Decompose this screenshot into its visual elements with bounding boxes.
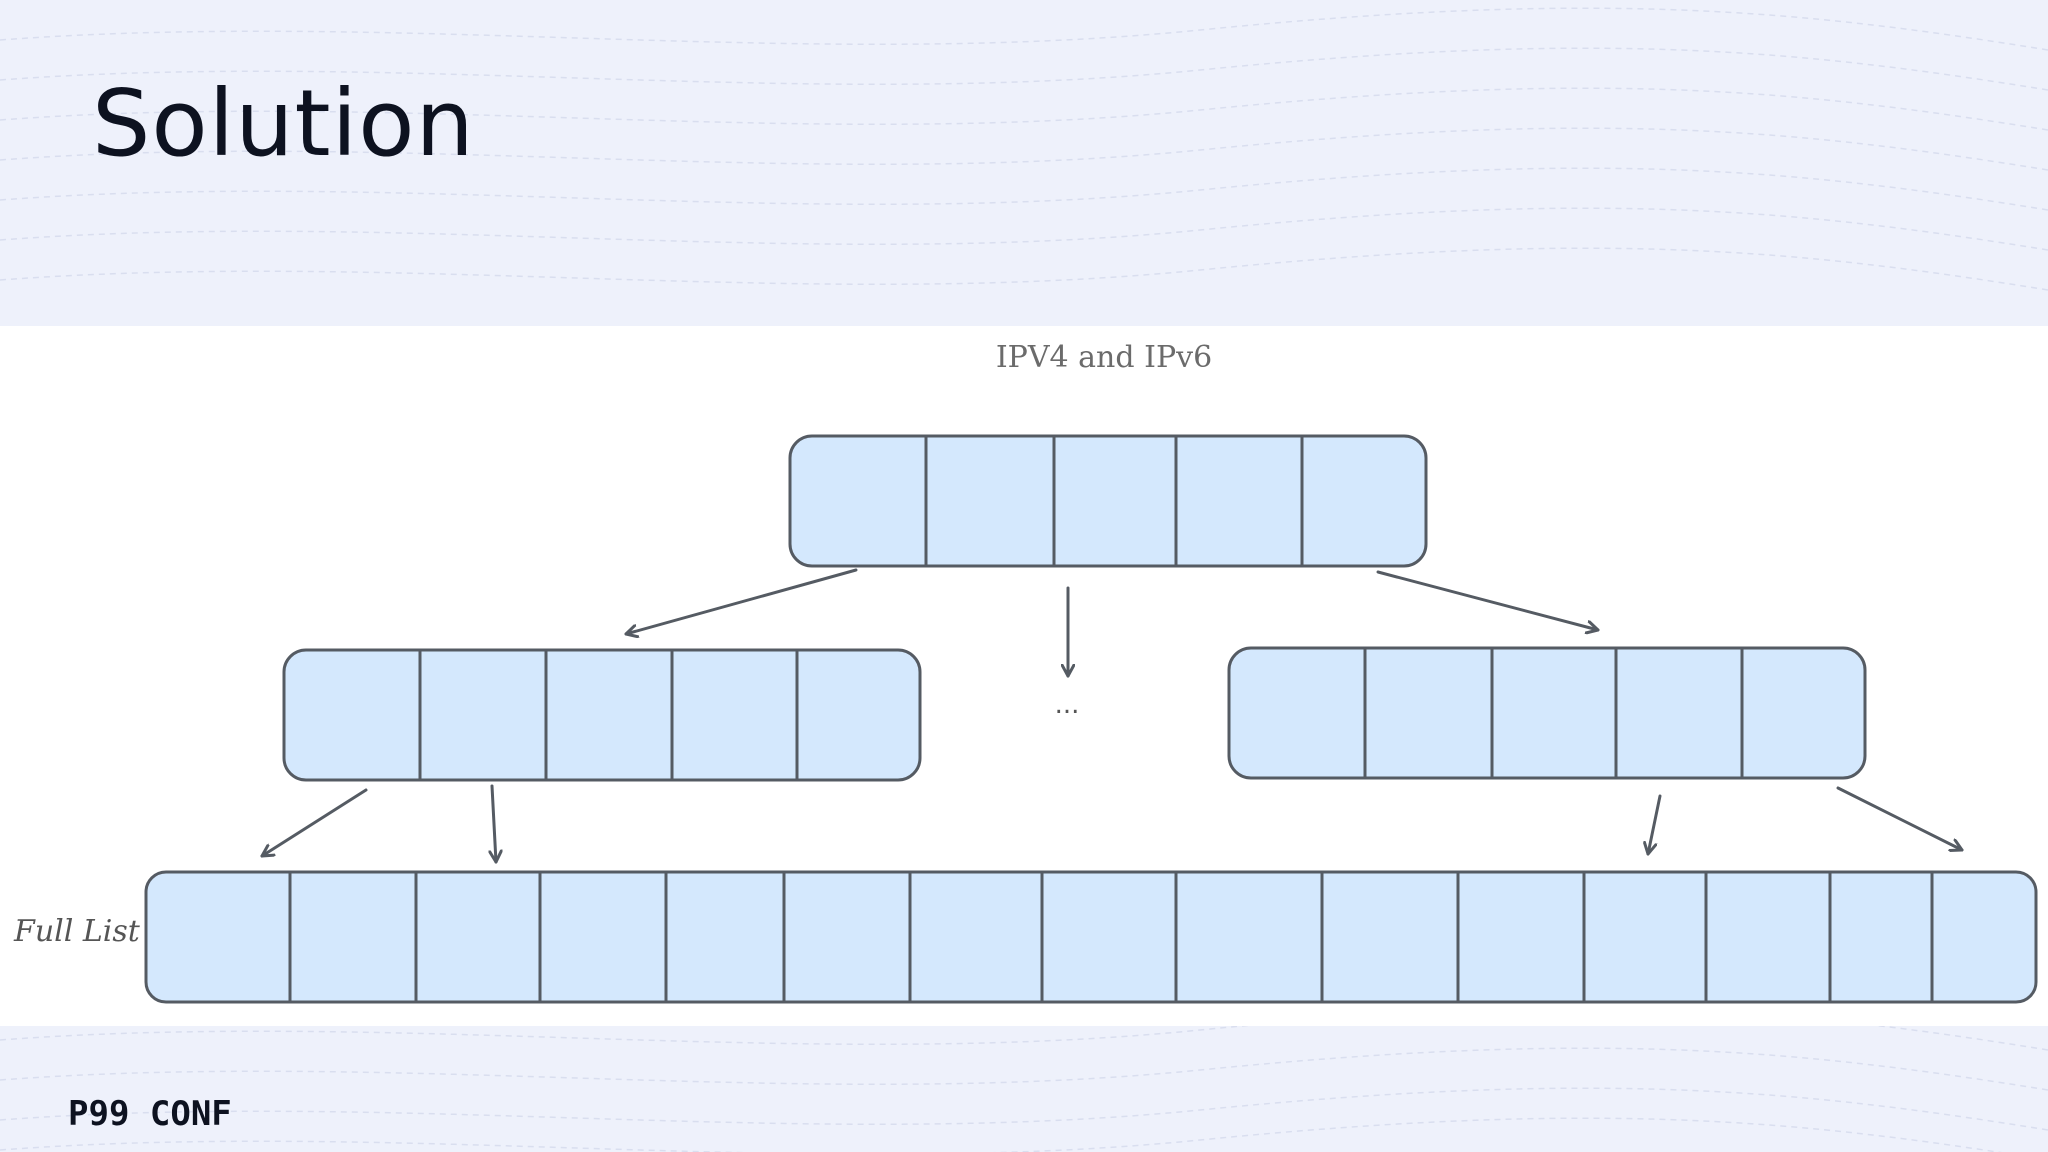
left-child-node [282,648,922,782]
tree-diagram [144,434,2038,1004]
diagram-caption: IPV4 and IPv6 [995,340,1213,375]
slide-title: Solution [92,70,475,177]
right-child-node [1227,646,1867,780]
arrow-root-to-right [1376,570,1600,630]
full-list-node [144,870,2038,1004]
arrow-right-to-list-a [1648,794,1662,856]
diagram-panel: IPV4 and IPv6 ... Full List [0,326,2048,1026]
ellipsis-label: ... [1054,690,1080,720]
arrow-root-to-left [624,568,858,634]
arrow-right-to-list-b [1836,786,1964,850]
root-node [788,434,1428,568]
brand-logo: P99 CONF [68,1094,232,1134]
arrow-left-to-list-b [492,784,496,864]
arrow-left-to-list-a [260,788,368,858]
full-list-label: Full List [14,914,140,949]
